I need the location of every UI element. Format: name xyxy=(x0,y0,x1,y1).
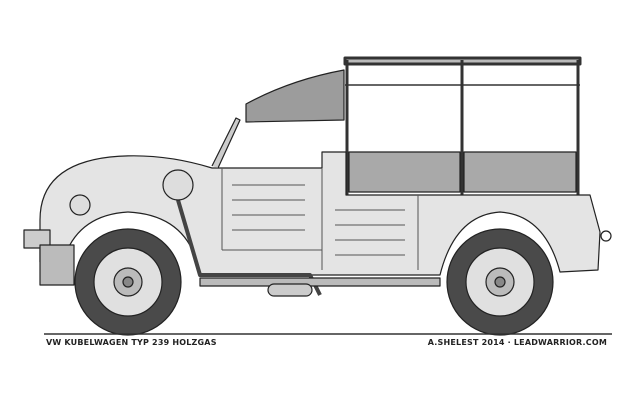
cargo-frame xyxy=(343,56,582,195)
front-wheel xyxy=(74,228,182,336)
illustration-title: VW KUBELWAGEN TYP 239 HOLZGAS xyxy=(46,338,217,347)
running-board xyxy=(199,277,441,287)
cargo-panels xyxy=(348,151,577,193)
front-lamp xyxy=(69,194,91,216)
folded-canopy xyxy=(245,69,345,123)
door-lines xyxy=(221,168,419,270)
windshield xyxy=(211,117,241,169)
rear-wheel xyxy=(446,228,554,336)
headlight xyxy=(162,169,194,201)
tow-hook xyxy=(600,230,612,242)
illustration-credit: A.SHELEST 2014 · LEADWARRIOR.COM xyxy=(427,338,607,347)
front-winch xyxy=(39,244,75,286)
front-bumper xyxy=(23,229,51,249)
exhaust xyxy=(267,283,313,297)
